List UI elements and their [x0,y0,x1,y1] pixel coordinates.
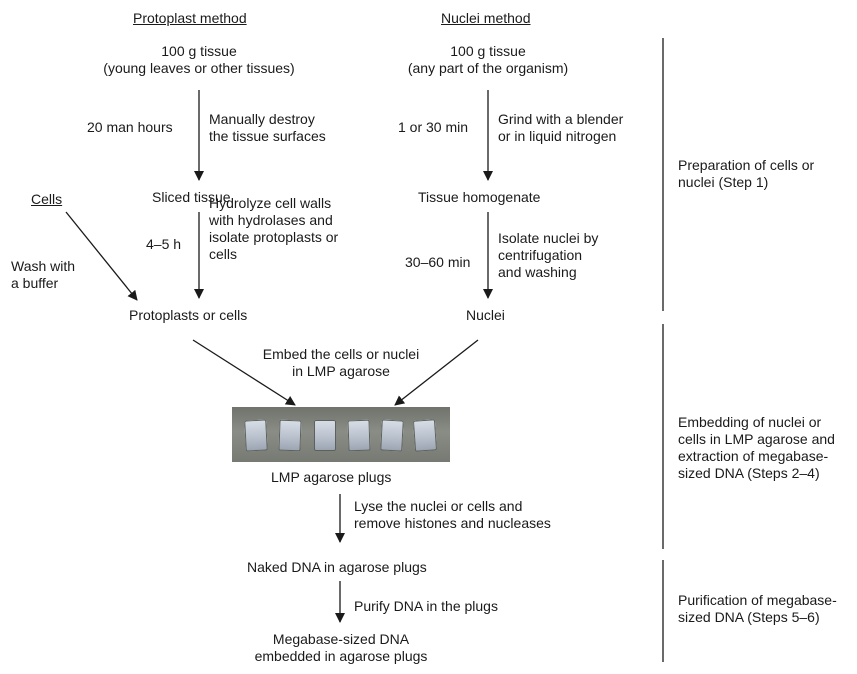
nuclei-step2-line3: and washing [498,264,577,280]
stage3-label: Purification of megabase- sized DNA (Ste… [678,592,837,626]
purify-text: Purify DNA in the plugs [354,598,498,614]
protoplast-start-label: 100 g tissue (young leaves or other tiss… [89,43,309,77]
lyse-text: Lyse the nuclei or cells and remove hist… [354,498,551,532]
stage2-line1: Embedding of nuclei or [678,414,822,430]
protoplast-time2: 4–5 h [146,236,182,252]
stage2-label: Embedding of nuclei or cells in LMP agar… [678,414,835,482]
embed-text: Embed the cells or nuclei in LMP agarose [238,346,444,380]
final-line1: Megabase-sized DNA [272,631,410,647]
sliced-tissue-label: Sliced tissue [152,189,231,205]
embed-line2: in LMP agarose [292,363,390,379]
nuclei-step1-line2: or in liquid nitrogen [498,128,617,144]
agarose-plug [244,419,268,452]
nuclei-start-line2: (any part of the organism) [407,60,569,76]
lmp-agarose-plugs-label: LMP agarose plugs [271,469,392,485]
nuclei-method-header: Nuclei method [441,10,531,26]
nuclei-time2: 30–60 min [405,254,471,270]
protoplast-start-line2: (young leaves or other tissues) [103,60,295,76]
naked-dna-label: Naked DNA in agarose plugs [247,559,427,575]
stage3-line1: Purification of megabase- [678,592,837,608]
arrow-protoplast-embed [192,339,296,406]
arrow-cells-wash [65,211,138,301]
agarose-plug [347,419,371,452]
protoplast-start-line1: 100 g tissue [161,43,237,59]
lyse-line1: Lyse the nuclei or cells and [354,498,523,514]
nuclei-start-line1: 100 g tissue [450,43,526,59]
arrow-nuclei-embed [394,339,479,406]
stage1-label: Preparation of cells or nuclei (Step 1) [678,157,814,191]
protoplast-step2-text: Hydrolyze cell walls with hydrolases and… [209,195,338,263]
nuclei-step2-line2: centrifugation [498,247,583,263]
nuclei-start-label: 100 g tissue (any part of the organism) [378,43,598,77]
stage2-line2: cells in LMP agarose and [678,431,835,447]
cells-label: Cells [31,191,63,207]
wash-line1: Wash with [11,258,76,274]
protoplast-step2-line3: isolate protoplasts or [209,229,339,245]
nuclei-result-label: Nuclei [466,307,505,323]
protoplast-step2-line1: Hydrolyze cell walls [209,195,332,211]
protoplast-step1-text: Manually destroy the tissue surfaces [209,111,326,145]
protoplast-step1-line1: Manually destroy [209,111,315,127]
protoplast-step2-line4: cells [209,246,238,262]
wash-line2: a buffer [11,275,59,291]
protoplasts-result-label: Protoplasts or cells [129,307,248,323]
lyse-line2: remove histones and nucleases [354,515,551,531]
stage3-line2: sized DNA (Steps 5–6) [678,609,820,625]
nuclei-time1: 1 or 30 min [398,119,469,135]
nuclei-step2-text: Isolate nuclei by centrifugation and was… [498,230,598,281]
protoplast-time1: 20 man hours [87,119,173,135]
nuclei-step1-text: Grind with a blender or in liquid nitrog… [498,111,623,145]
protoplast-method-header: Protoplast method [133,10,247,26]
agarose-plug [278,419,302,452]
final-dna-label: Megabase-sized DNA embedded in agarose p… [226,631,456,665]
protoplast-step2-line2: with hydrolases and [209,212,333,228]
embed-line1: Embed the cells or nuclei [262,346,420,362]
agarose-plug [380,419,404,452]
stage2-line3: extraction of megabase- [678,448,829,464]
agarose-plugs-photo [232,407,450,462]
stage2-line4: sized DNA (Steps 2–4) [678,465,820,481]
nuclei-step1-line1: Grind with a blender [498,111,624,127]
final-line2: embedded in agarose plugs [254,648,428,664]
protoplast-step1-line2: the tissue surfaces [209,128,326,144]
stage1-line1: Preparation of cells or [678,157,815,173]
agarose-plug [314,420,336,451]
tissue-homogenate-label: Tissue homogenate [418,189,541,205]
stage1-line2: nuclei (Step 1) [678,174,769,190]
agarose-plug [412,419,438,452]
wash-text: Wash with a buffer [11,258,75,292]
nuclei-step2-line1: Isolate nuclei by [498,230,599,246]
